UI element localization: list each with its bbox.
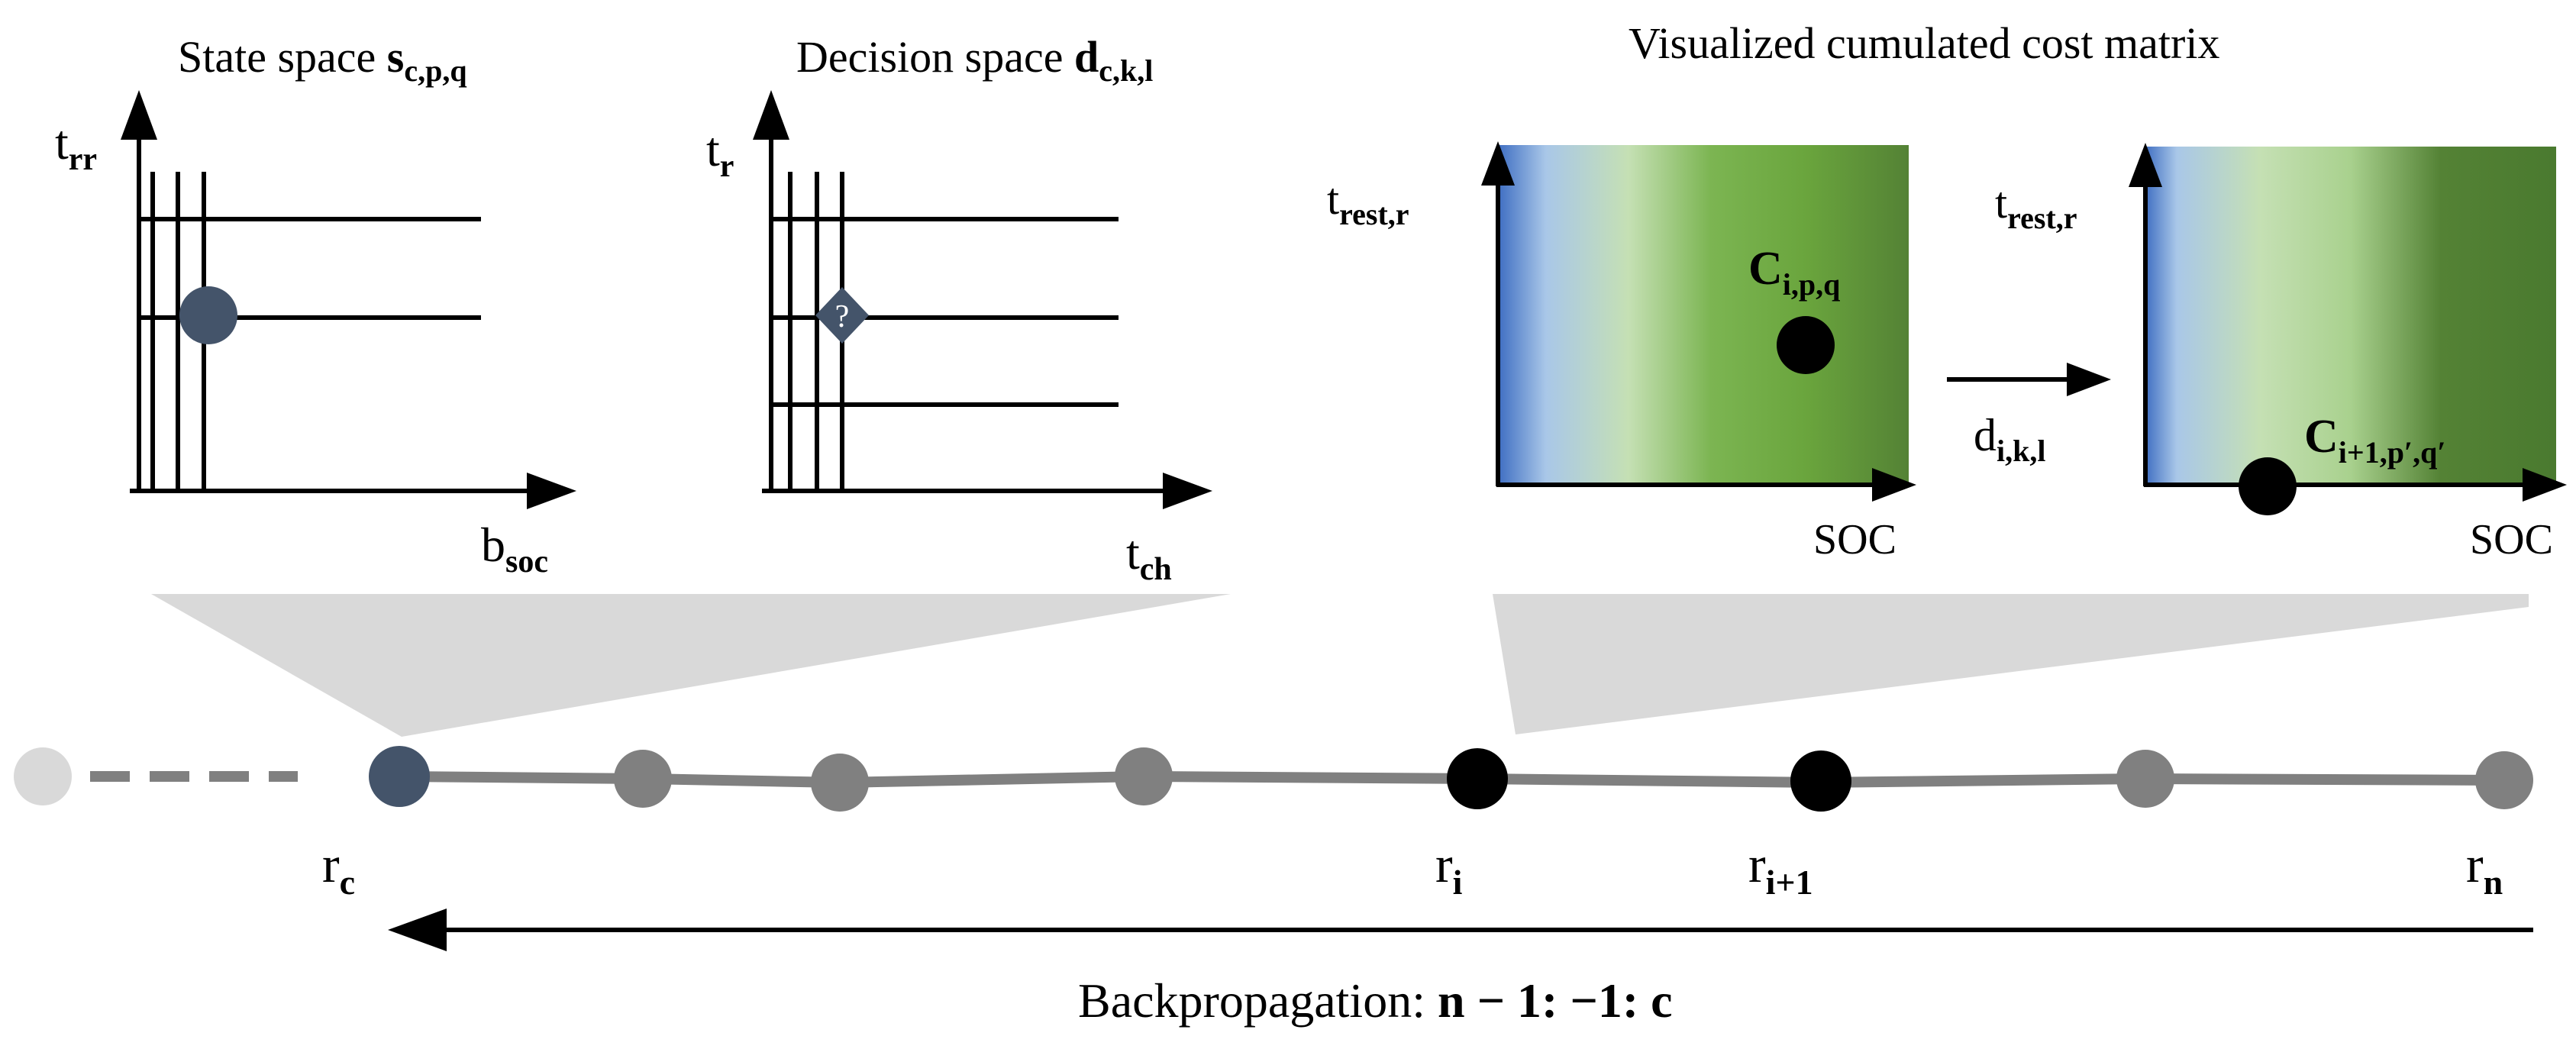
node-gray-4 [2116,750,2174,808]
funnel-cost-matrix [1493,594,2529,734]
decision-marker-label: ? [835,299,850,334]
funnel-state-decision [151,594,1231,737]
cost-right-y-label: trest,r [1995,178,2077,235]
route-line [400,770,2505,789]
node-ri1 [1790,750,1851,812]
cost-left-x-label: SOC [1813,516,1896,563]
title-cost-matrix: Visualized cumulated cost matrix [1629,18,2219,68]
backprop-label: Backpropagation: n − 1: −1: c [1078,973,1673,1028]
transition-label: di,k,l [1974,410,2045,468]
cost-right-point [2239,457,2297,515]
transition-arrow-head [2067,363,2111,396]
state-y-arrowhead [121,90,157,140]
state-x-label: bsoc [481,518,548,579]
cost-left-y-label: trest,r [1327,174,1409,231]
title-decision-space: Decision space dc,k,l [796,32,1153,88]
node-gray-2 [811,754,869,812]
cost-left-y-arrowhead [1481,141,1515,186]
node-faint [14,747,72,805]
cost-left-point-label: Ci,p,q [1748,243,1840,302]
node-rc-label: rc [322,835,355,902]
cost-matrix-left-heatmap [1496,145,1909,485]
decision-y-label: tr [706,122,734,184]
cost-matrix-right-axes [2143,177,2527,487]
cost-left-x-arrowhead [1872,468,1916,502]
node-gray-3 [1115,747,1173,805]
decision-x-arrowhead [1163,473,1212,509]
decision-marker [815,287,869,344]
cost-right-y-arrowhead [2129,143,2162,187]
node-ri [1447,748,1508,809]
backprop-arrow-head [388,909,447,951]
cost-matrix-left-axes [1496,176,1878,487]
node-ri1-label: ri+1 [1748,835,1813,902]
cost-right-x-arrowhead [2523,468,2567,502]
cost-matrix-right-heatmap [2144,147,2556,485]
node-rn [2475,751,2533,809]
node-gray-1 [614,750,672,808]
state-x-arrowhead [527,473,576,509]
title-state-space: State space sc,p,q [178,32,467,88]
decision-y-arrowhead [753,90,789,140]
state-y-label: trr [55,115,97,177]
cost-right-point-label: Ci+1,p′,q′ [2304,411,2446,470]
cost-left-point [1777,316,1835,374]
decision-x-label: tch [1126,525,1172,587]
cost-right-x-label: SOC [2470,516,2553,563]
state-point [179,286,237,344]
node-ri-label: ri [1435,835,1463,902]
node-rc [369,746,430,807]
node-rn-label: rn [2466,835,2503,902]
